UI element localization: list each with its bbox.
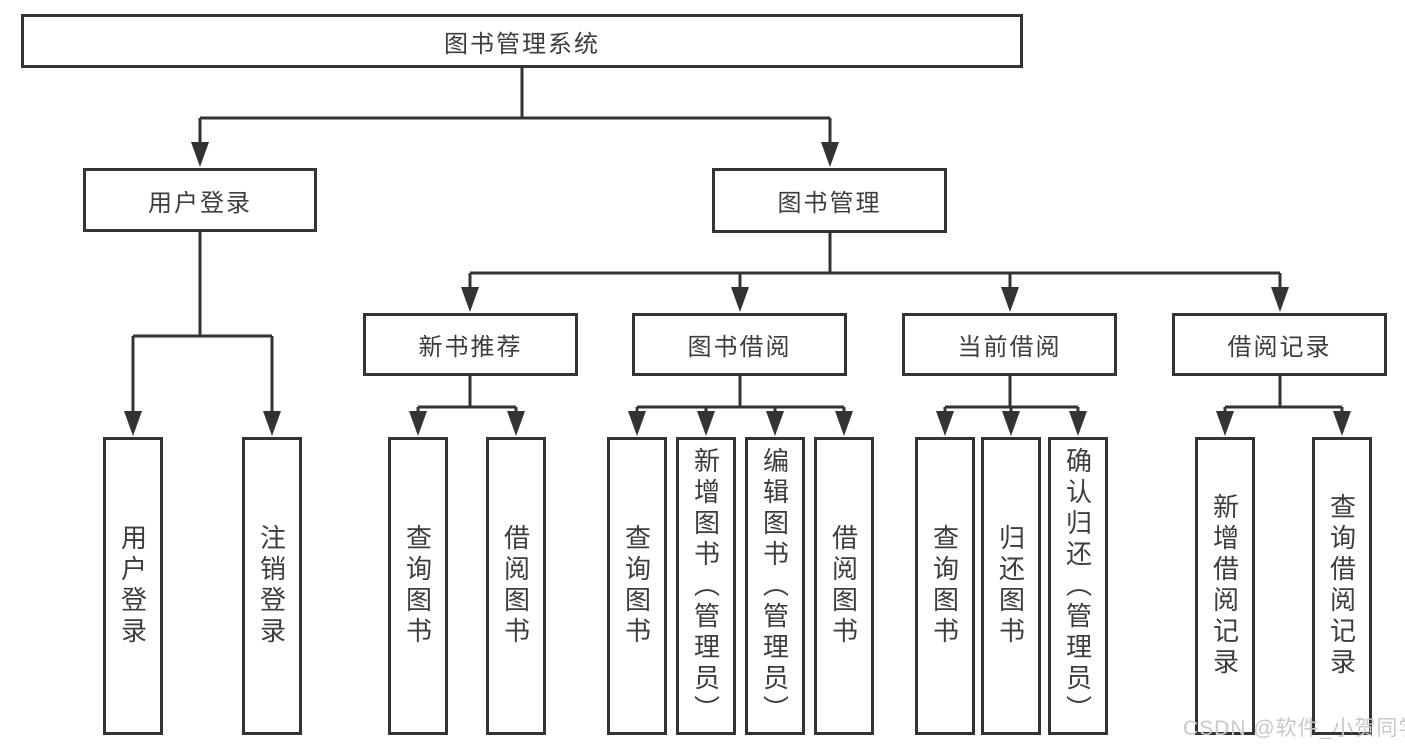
- node-book-management: 图书管理: [712, 168, 947, 233]
- leaf-user-login: 用户登录: [103, 437, 163, 735]
- csdn-watermark: CSDN @软件_小贺同学: [1183, 717, 1405, 740]
- node-user-login: 用户登录: [83, 168, 317, 232]
- leaf-query-borrow-record: 查询借阅记录: [1312, 437, 1372, 735]
- leaf-add-borrow-record: 新增借阅记录: [1195, 437, 1255, 735]
- node-current-borrow: 当前借阅: [902, 313, 1117, 376]
- leaf-logout: 注销登录: [242, 437, 302, 735]
- leaf-borrow-books-2: 借阅图书: [814, 437, 874, 735]
- arrowhead-icons: [124, 142, 1351, 436]
- node-book-borrow: 图书借阅: [632, 313, 847, 376]
- leaf-query-books-2: 查询图书: [607, 437, 667, 735]
- leaf-query-books-3: 查询图书: [915, 437, 975, 735]
- leaf-query-books-1: 查询图书: [388, 437, 448, 735]
- leaf-add-books-admin: 新增图书（管理员）: [676, 437, 736, 735]
- node-library-management-system: 图书管理系统: [21, 14, 1023, 68]
- node-new-book-recommend: 新书推荐: [363, 313, 578, 376]
- node-borrow-record: 借阅记录: [1172, 313, 1387, 376]
- leaf-confirm-return-admin: 确认归还（管理员）: [1048, 437, 1108, 735]
- leaf-return-books: 归还图书: [981, 437, 1041, 735]
- leaf-borrow-books-1: 借阅图书: [486, 437, 546, 735]
- leaf-edit-books-admin: 编辑图书（管理员）: [745, 437, 805, 735]
